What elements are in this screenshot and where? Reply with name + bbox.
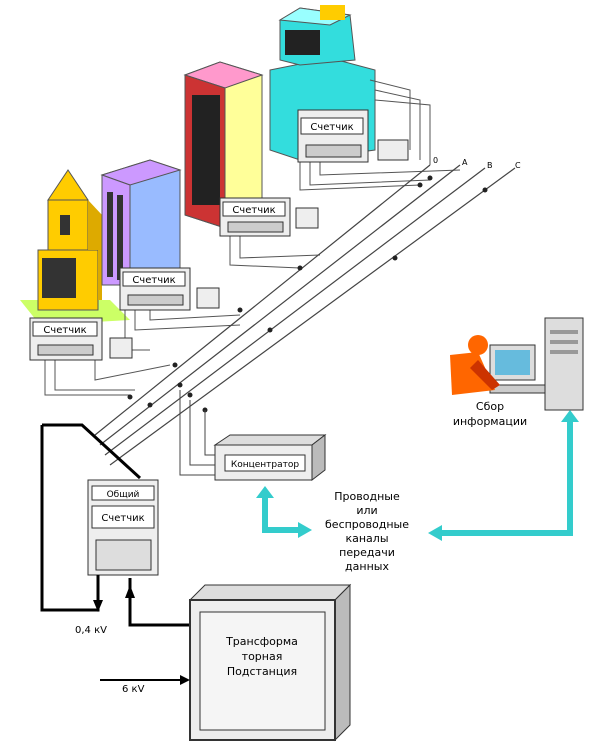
operator-person xyxy=(450,335,500,395)
low-voltage-label: 0,4 кV xyxy=(75,625,107,636)
phase-label-0: 0 xyxy=(433,156,438,165)
svg-text:Счетчик: Счетчик xyxy=(132,275,175,286)
channel-arrows xyxy=(256,410,579,541)
substation-label-2: торная xyxy=(242,650,283,663)
meter-1: Счетчик xyxy=(29,317,133,361)
data-collection-label-2: информации xyxy=(453,415,527,428)
concentrator: Концентратор xyxy=(213,433,327,482)
substation-label-3: Подстанция xyxy=(227,665,297,678)
phase-label-b: B xyxy=(487,161,493,170)
svg-text:каналы: каналы xyxy=(345,532,388,545)
svg-text:Счетчик: Счетчик xyxy=(43,325,86,336)
svg-text:или: или xyxy=(356,504,377,517)
svg-text:Счетчик: Счетчик xyxy=(232,205,275,216)
svg-text:Счетчик: Счетчик xyxy=(310,122,353,133)
meter-3: Счетчик xyxy=(219,197,319,237)
high-voltage-label: 6 кV xyxy=(122,684,145,695)
svg-text:беспроводные: беспроводные xyxy=(325,518,409,531)
channels-label: Проводные или беспроводные каналы переда… xyxy=(325,490,409,573)
red-building xyxy=(183,61,264,229)
concentrator-label: Концентратор xyxy=(231,460,300,470)
svg-text:Проводные: Проводные xyxy=(334,490,400,503)
common-meter-label: Счетчик xyxy=(101,513,144,524)
phase-label-a: A xyxy=(462,158,468,167)
bus-phase-labels: 0 A B C xyxy=(433,156,521,170)
phase-label-c: C xyxy=(515,161,521,170)
purple-building xyxy=(100,159,182,286)
transformer-substation: Трансформа торная Подстанция xyxy=(188,583,352,742)
svg-text:данных: данных xyxy=(345,560,389,573)
substation-label-1: Трансформа xyxy=(225,635,298,648)
common-meter-top-label: Общий xyxy=(107,490,140,500)
data-collection-label-1: Сбор xyxy=(476,400,504,413)
common-meter: Общий Счетчик xyxy=(87,479,159,576)
meter-2: Счетчик xyxy=(119,267,220,311)
svg-text:передачи: передачи xyxy=(339,546,395,559)
meter-4: Счетчик xyxy=(297,109,409,163)
four-wire-bus xyxy=(94,164,516,466)
computer-workstation xyxy=(489,317,584,411)
